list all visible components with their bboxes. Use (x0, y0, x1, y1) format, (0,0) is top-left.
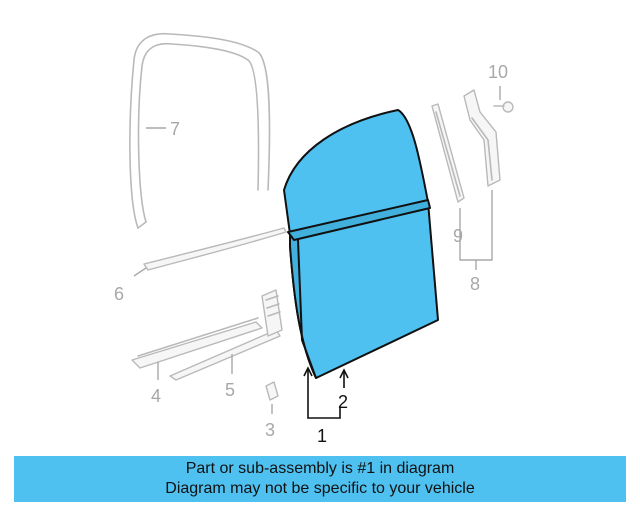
part-7-weatherstrip (129, 32, 271, 229)
part-8-pillar-trim (463, 89, 501, 187)
leader-6 (133, 267, 147, 277)
part-10-screw (493, 101, 514, 113)
callout-7[interactable]: 7 (170, 119, 180, 139)
part-6-molding (143, 227, 287, 271)
leader-8-9 (459, 190, 493, 261)
part-3-clip (265, 381, 279, 401)
callout-10[interactable]: 10 (488, 62, 508, 82)
parts-diagram: 1 2 3 4 5 6 7 8 9 10 (114, 32, 514, 446)
callout-4[interactable]: 4 (151, 386, 161, 406)
callout-8[interactable]: 8 (470, 274, 480, 294)
callout-5[interactable]: 5 (225, 380, 235, 400)
part-5-rocker-molding (169, 289, 283, 381)
leaders (133, 86, 501, 419)
callout-6[interactable]: 6 (114, 284, 124, 304)
leader-1-arrow (303, 366, 313, 377)
leader-2-arrow (339, 368, 349, 379)
callout-1[interactable]: 1 (317, 426, 327, 446)
callout-9[interactable]: 9 (453, 226, 463, 246)
leader-1 (307, 370, 341, 419)
banner-line-1: Part or sub-assembly is #1 in diagram (185, 460, 455, 477)
part-9-channel (431, 103, 465, 203)
part-1-door-shell[interactable] (283, 109, 439, 379)
callout-2[interactable]: 2 (338, 392, 348, 412)
info-banner: Part or sub-assembly is #1 in diagram Di… (14, 456, 626, 502)
part-4-sill-plate (131, 317, 263, 369)
banner-line-2: Diagram may not be specific to your vehi… (165, 480, 475, 497)
callout-3[interactable]: 3 (265, 420, 275, 440)
